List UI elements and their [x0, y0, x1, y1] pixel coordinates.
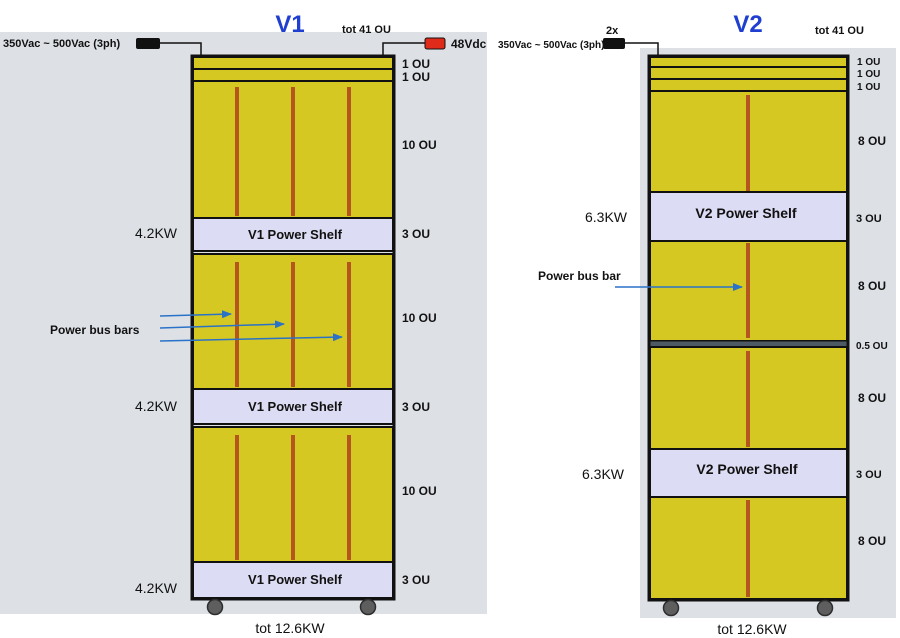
arrow-icon	[159, 320, 285, 329]
v1-total-ou: tot 41 OU	[342, 24, 391, 36]
v2-ou-label: 8 OU	[858, 134, 886, 148]
v2-power-shelf-label: V2 Power Shelf	[695, 205, 796, 221]
v1-bus-bar-note: Power bus bars	[50, 323, 140, 337]
v1-1u-slot	[192, 56, 394, 70]
v1-ac-connector-icon	[136, 38, 160, 49]
v1-ou-label: 10 OU	[402, 484, 437, 498]
v2-ac-multiplier: 2x	[606, 25, 619, 37]
v2-ou-label: 8 OU	[858, 279, 886, 293]
v1-bus-bar-arrows	[159, 310, 343, 342]
v1-dc-output-label: 48Vdc	[451, 37, 487, 51]
v2-total-power: tot 12.6KW	[717, 621, 787, 637]
v2-ou-label: 8 OU	[858, 391, 886, 405]
v2-bus-bar-note: Power bus bar	[538, 269, 621, 283]
v1-wheel-icon	[359, 598, 377, 616]
v2-power-shelf	[649, 448, 848, 498]
v2-ou-label: 3 OU	[856, 213, 882, 225]
v1-power-shelf-label: V1 Power Shelf	[248, 399, 343, 414]
v1-wheel-icon	[206, 598, 224, 616]
arrow-icon	[159, 310, 232, 319]
v1-shelf-power: 4.2KW	[135, 398, 178, 414]
v1-shelf-power: 4.2KW	[135, 225, 178, 241]
v2-rack-frame	[647, 54, 850, 602]
v1-ou-label: 1 OU	[402, 70, 430, 84]
v2-ou-label: 0.5 OU	[856, 341, 888, 352]
v1-power-shelf-label: V1 Power Shelf	[248, 572, 343, 587]
v2-ac-connector-icon	[603, 38, 625, 49]
v2-ac-cable	[625, 42, 659, 57]
v2-ou-label: 3 OU	[856, 469, 882, 481]
v1-bus-bars	[235, 87, 351, 560]
v2-ac-input-label: 350Vac ~ 500Vac (3ph)	[498, 40, 604, 51]
v2-power-shelf-label: V2 Power Shelf	[696, 461, 797, 477]
v1-1u-slot	[192, 68, 394, 82]
v1-ou-label: 10 OU	[402, 311, 437, 325]
v1-ou-label: 3 OU	[402, 573, 430, 587]
v1-dc-connector-icon	[424, 37, 446, 50]
v2-ou-label: 8 OU	[858, 534, 886, 548]
v2-title: V2	[733, 11, 762, 38]
v1-title: V1	[275, 11, 304, 38]
v2-1u-slot	[649, 66, 848, 80]
v2-wheel-icon	[662, 599, 680, 617]
v1-power-shelf-label: V1 Power Shelf	[248, 227, 343, 242]
v1-ac-input-label: 350Vac ~ 500Vac (3ph)	[3, 38, 120, 50]
v2-shelf-power: 6.3KW	[582, 466, 625, 482]
v2-1u-slot	[649, 78, 848, 92]
v2-shelf-power: 6.3KW	[585, 209, 628, 225]
v2-1u-slot	[649, 56, 848, 68]
v1-total-power: tot 12.6KW	[255, 620, 325, 636]
v1-ou-label: 3 OU	[402, 227, 430, 241]
v1-dc-cable	[382, 42, 425, 57]
v2-ou-label: 1 OU	[857, 57, 880, 68]
v1-ac-cable	[160, 42, 202, 57]
v2-rack: V2 Power Shelf V2 Power Shelf	[647, 54, 850, 617]
v1-ou-label: 1 OU	[402, 57, 430, 71]
v1-ou-label: 3 OU	[402, 400, 430, 414]
v2-total-ou: tot 41 OU	[815, 25, 864, 37]
v1-ou-label: 10 OU	[402, 138, 437, 152]
v1-shelf-power: 4.2KW	[135, 580, 178, 596]
v2-ou-label: 1 OU	[857, 82, 880, 93]
v1-rack: V1 Power Shelf V1 Power Shelf V1 Power S…	[190, 54, 396, 616]
v2-ou-label: 1 OU	[857, 69, 880, 80]
v2-wheel-icon	[816, 599, 834, 617]
arrow-icon	[159, 333, 343, 342]
